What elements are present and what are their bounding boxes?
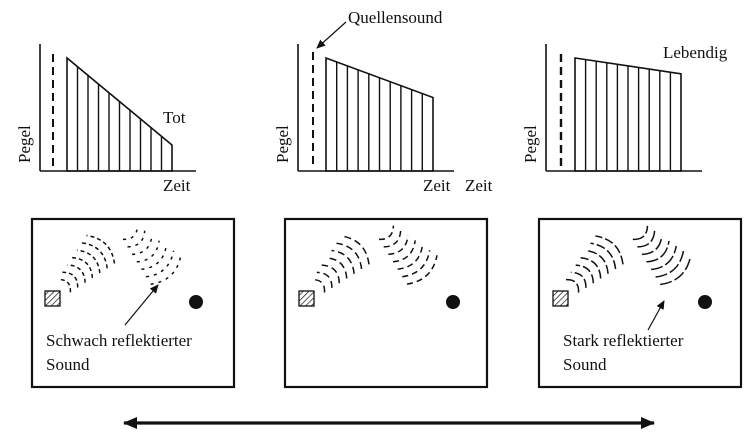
sound-wave-arc bbox=[336, 242, 363, 270]
x-axis-label: Zeit bbox=[163, 176, 191, 195]
sound-wave-arc bbox=[637, 230, 656, 248]
sound-wave-arc bbox=[632, 225, 649, 241]
decay-chart-live: Pegel Zeit Lebendig bbox=[465, 43, 728, 195]
sound-wave-arc bbox=[127, 230, 146, 248]
y-axis-label: Pegel bbox=[15, 125, 34, 163]
sound-wave-arc bbox=[81, 242, 108, 269]
sound-wave-arc bbox=[311, 278, 326, 293]
sound-wave-arc bbox=[86, 234, 116, 264]
sound-source-speaker bbox=[298, 290, 315, 307]
reflection-bars bbox=[574, 57, 682, 172]
y-axis-label: Pegel bbox=[521, 125, 540, 163]
sound-waves bbox=[311, 225, 438, 293]
sound-wave-arc bbox=[341, 235, 370, 265]
sound-wave-arc bbox=[150, 255, 182, 286]
sound-wave-arc bbox=[397, 245, 424, 270]
sound-wave-arc bbox=[136, 240, 160, 263]
sound-wave-arc bbox=[651, 245, 677, 271]
decay-chart-medium: Pegel Zeit Quellensound bbox=[273, 8, 454, 195]
sound-wave-arc bbox=[57, 278, 72, 293]
sound-wave-arc bbox=[383, 230, 402, 248]
sound-wave-arc bbox=[392, 240, 416, 263]
room-weak-reflection: Schwach reflektierter Sound bbox=[30, 217, 236, 389]
sound-wave-arc bbox=[122, 225, 139, 241]
sound-wave-arc bbox=[641, 235, 663, 256]
room-caption: Schwach reflektierter bbox=[46, 331, 192, 350]
room-caption-line2: Sound bbox=[563, 355, 607, 374]
sound-wave-arc bbox=[565, 278, 580, 293]
sound-wave-arc bbox=[67, 264, 86, 283]
sound-wave-arc bbox=[585, 249, 609, 274]
x-axis-label: Zeit bbox=[465, 176, 493, 195]
room-caption-line2: Sound bbox=[46, 355, 90, 374]
reflection-bars bbox=[66, 56, 173, 172]
sound-wave-arc bbox=[321, 264, 341, 284]
listener-dot bbox=[189, 295, 203, 309]
sound-wave-arc bbox=[660, 255, 692, 286]
source-sound-label: Quellensound bbox=[348, 8, 443, 27]
sound-wave-arc bbox=[62, 271, 79, 288]
annotation-dead: Tot bbox=[163, 108, 186, 127]
sound-wave-arc bbox=[388, 235, 409, 256]
sound-wave-arc bbox=[402, 250, 431, 278]
sound-wave-arc bbox=[406, 255, 438, 285]
decay-envelope bbox=[66, 56, 173, 172]
sound-wave-arc bbox=[655, 250, 685, 278]
reflection-bars bbox=[325, 56, 434, 172]
sound-wave-arc bbox=[145, 250, 175, 278]
sound-wave-arc bbox=[590, 242, 617, 270]
room-outline bbox=[283, 217, 489, 389]
sound-wave-arc bbox=[141, 245, 168, 271]
sound-wave-arc bbox=[132, 235, 153, 256]
sound-wave-arc bbox=[331, 249, 355, 274]
sound-source-speaker bbox=[552, 290, 569, 307]
listener-dot bbox=[446, 295, 460, 309]
room-caption: Stark reflektierter bbox=[563, 331, 684, 350]
decay-envelope bbox=[325, 56, 434, 172]
sound-waves bbox=[57, 225, 182, 293]
decay-envelope bbox=[574, 57, 682, 172]
room-outline bbox=[537, 217, 743, 389]
sound-wave-arc bbox=[72, 256, 94, 278]
room-strong-reflection: Stark reflektierter Sound bbox=[537, 217, 743, 389]
sound-wave-arc bbox=[580, 257, 602, 279]
room-outline bbox=[30, 217, 236, 389]
sound-wave-arc bbox=[316, 271, 333, 288]
sound-wave-arc bbox=[378, 225, 395, 241]
x-axis-label: Zeit bbox=[423, 176, 451, 195]
annotation-live: Lebendig bbox=[663, 43, 728, 62]
sound-wave-arc bbox=[570, 271, 587, 288]
reflection-pointer bbox=[647, 300, 665, 331]
sound-wave-arc bbox=[575, 264, 595, 284]
decay-chart-dead: Pegel Zeit Tot bbox=[15, 44, 196, 195]
sound-wave-arc bbox=[646, 240, 670, 263]
sound-waves bbox=[565, 225, 692, 293]
listener-dot bbox=[698, 295, 712, 309]
room-medium-reflection bbox=[283, 217, 489, 389]
sound-wave-arc bbox=[595, 235, 624, 265]
sound-source-speaker bbox=[44, 290, 61, 307]
reflection-pointer bbox=[124, 284, 159, 326]
sound-wave-arc bbox=[76, 249, 101, 274]
y-axis-label: Pegel bbox=[273, 125, 292, 163]
source-sound-pointer bbox=[316, 21, 347, 49]
sound-wave-arc bbox=[326, 257, 348, 279]
